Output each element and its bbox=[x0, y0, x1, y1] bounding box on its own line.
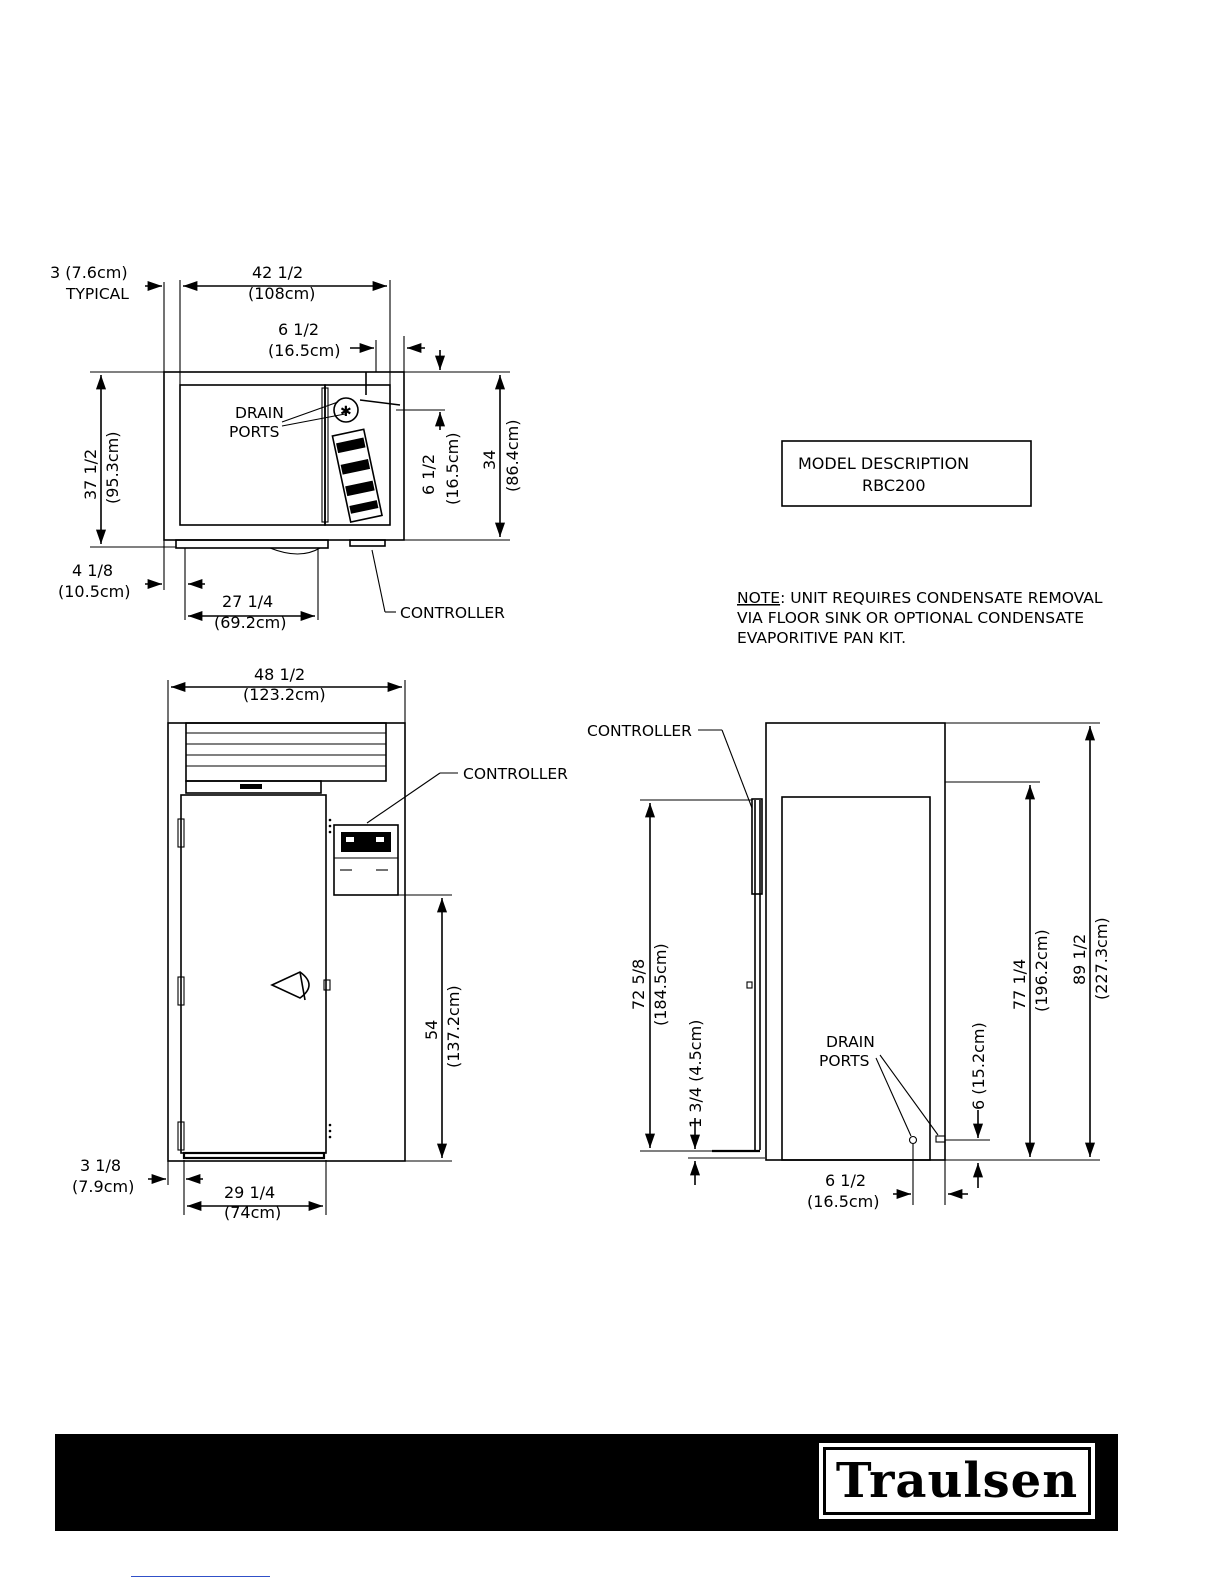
dim-width-cm: (108cm) bbox=[248, 284, 315, 303]
dim-body-height: 77 1/4 bbox=[1010, 959, 1029, 1010]
note-line-1-text: : UNIT REQUIRES CONDENSATE REMOVAL bbox=[780, 589, 1103, 607]
side-view: CONTROLLER 72 5/8 (184.5cm) 1 3/4 (4.5cm… bbox=[587, 722, 1111, 1211]
fan-symbol: ✱ bbox=[340, 404, 352, 420]
header-strip bbox=[185, 780, 322, 794]
dim-offset-note: TYPICAL bbox=[65, 285, 129, 303]
note-line-2: VIA FLOOR SINK OR OPTIONAL CONDENSATE bbox=[737, 609, 1084, 627]
drain-port-2 bbox=[935, 1135, 946, 1143]
model-description: MODEL DESCRIPTION RBC200 bbox=[781, 440, 1032, 507]
top-view: ✱ 42 1/2 (108cm) 3 (7.6cm) TYPICAL 6 1/2… bbox=[50, 263, 522, 632]
dim-left-cm: (10.5cm) bbox=[58, 582, 131, 601]
dim-front-door-cm: (74cm) bbox=[224, 1203, 281, 1222]
note-line-1: NOTE: UNIT REQUIRES CONDENSATE REMOVAL bbox=[737, 589, 1103, 607]
dim-threshold: 1 3/4 (4.5cm) bbox=[686, 1020, 705, 1128]
controller-box-plan bbox=[349, 539, 386, 547]
model-number: RBC200 bbox=[862, 476, 926, 495]
side-drain-label-1: DRAIN bbox=[826, 1033, 875, 1051]
model-heading: MODEL DESCRIPTION bbox=[798, 454, 969, 473]
dim-overall-depth-cm: (86.4cm) bbox=[503, 420, 522, 493]
dim-front-width: 48 1/2 bbox=[254, 665, 305, 684]
dim-door-height-cm: (184.5cm) bbox=[651, 943, 670, 1026]
dim-depth: 37 1/2 bbox=[81, 449, 100, 500]
door-lock bbox=[323, 979, 331, 991]
dim-coil: 6 1/2 bbox=[278, 320, 319, 339]
top-view-outline bbox=[163, 371, 405, 541]
evaporator-coil bbox=[331, 428, 383, 523]
footer-link-underline[interactable] bbox=[131, 1576, 270, 1577]
dim-front-left-cm: (7.9cm) bbox=[72, 1177, 134, 1196]
drain-label-1: DRAIN bbox=[235, 404, 284, 422]
note-prefix: NOTE bbox=[737, 589, 780, 607]
dim-body-height-cm: (196.2cm) bbox=[1032, 929, 1051, 1012]
traulsen-logo: Traulsen bbox=[818, 1442, 1096, 1520]
controller-label-front: CONTROLLER bbox=[463, 765, 568, 783]
fan-icon bbox=[333, 397, 359, 423]
badge-icon bbox=[240, 784, 262, 789]
louver-panel bbox=[185, 722, 387, 782]
side-controller bbox=[751, 798, 763, 895]
dim-front-left: 3 1/8 bbox=[80, 1156, 121, 1175]
side-outline bbox=[765, 722, 946, 1161]
dim-offset: 3 (7.6cm) bbox=[50, 263, 128, 282]
controller-panel bbox=[333, 824, 399, 896]
condensate-note: NOTE: UNIT REQUIRES CONDENSATE REMOVAL V… bbox=[737, 589, 1103, 647]
hinge-mid bbox=[177, 976, 185, 1006]
front-door bbox=[180, 794, 327, 1154]
side-drain-label-2: PORTS bbox=[819, 1052, 870, 1070]
refrigeration-unit bbox=[324, 384, 391, 526]
dim-port-offset: 6 1/2 bbox=[825, 1171, 866, 1190]
dim-port-offset-cm: (16.5cm) bbox=[807, 1192, 880, 1211]
door-threshold bbox=[182, 1151, 326, 1160]
threshold bbox=[175, 539, 329, 549]
note-line-3: EVAPORITIVE PAN KIT. bbox=[737, 629, 906, 647]
dim-front-height-cm: (137.2cm) bbox=[444, 985, 463, 1068]
drain-label-2: PORTS bbox=[229, 423, 280, 441]
dim-port-cm: (16.5cm) bbox=[443, 433, 462, 506]
logo-frame: Traulsen bbox=[823, 1447, 1091, 1515]
dim-left: 4 1/8 bbox=[72, 561, 113, 580]
hinge-bottom bbox=[177, 1121, 185, 1151]
unit-wall bbox=[321, 387, 329, 523]
controller-label-side: CONTROLLER bbox=[587, 722, 692, 740]
side-body bbox=[781, 796, 931, 1161]
controller-label-top: CONTROLLER bbox=[400, 604, 505, 622]
dim-width: 42 1/2 bbox=[252, 263, 303, 282]
dim-port-height: 6 (15.2cm) bbox=[969, 1022, 988, 1110]
front-view: 48 1/2 (123.2cm) CONTROLLER 54 (137.2cm)… bbox=[72, 665, 568, 1222]
dim-front-width-cm: (123.2cm) bbox=[243, 685, 326, 704]
logo-text: Traulsen bbox=[835, 1453, 1079, 1509]
side-handle bbox=[746, 981, 753, 989]
dim-front-height: 54 bbox=[422, 1020, 441, 1040]
drain-port-1 bbox=[908, 1135, 918, 1145]
dim-door-cm: (69.2cm) bbox=[214, 613, 287, 632]
dim-front-door: 29 1/4 bbox=[224, 1183, 275, 1202]
dim-overall-height-cm: (227.3cm) bbox=[1092, 917, 1111, 1000]
front-outline bbox=[167, 722, 406, 1162]
hinge-top bbox=[177, 818, 185, 848]
dim-overall-height: 89 1/2 bbox=[1070, 934, 1089, 985]
model-box bbox=[781, 440, 1032, 507]
dim-door: 27 1/4 bbox=[222, 592, 273, 611]
dim-depth-cm: (95.3cm) bbox=[103, 432, 122, 505]
dim-overall-depth: 34 bbox=[480, 450, 499, 470]
dim-coil-cm: (16.5cm) bbox=[268, 341, 341, 360]
dim-door-height: 72 5/8 bbox=[629, 959, 648, 1010]
dim-port: 6 1/2 bbox=[419, 454, 438, 495]
